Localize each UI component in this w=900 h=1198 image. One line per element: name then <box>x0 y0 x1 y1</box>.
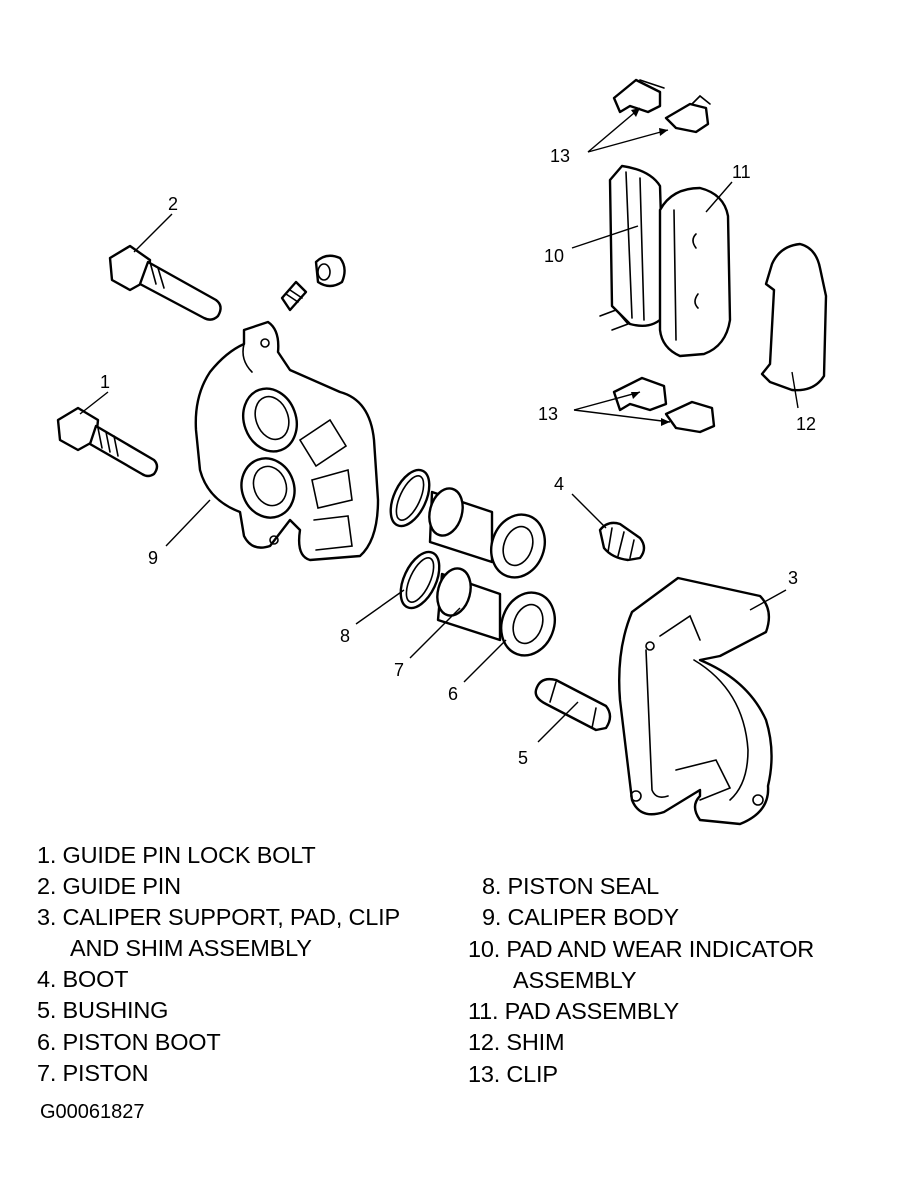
legend-item-6: 6. PISTON BOOT <box>37 1029 221 1055</box>
legend-item-12: 12. SHIM <box>468 1029 565 1055</box>
callout-7: 7 <box>394 660 404 680</box>
caliper-support-drawing <box>618 576 773 826</box>
legend-item-1: 1. GUIDE PIN LOCK BOLT <box>37 842 316 868</box>
callout-5: 5 <box>518 748 528 768</box>
legend-item-9: 9. CALIPER BODY <box>482 904 679 930</box>
callout-13-top: 13 <box>550 146 570 166</box>
callout-6: 6 <box>448 684 458 704</box>
guide-pin-drawing <box>108 244 346 321</box>
callout-2: 2 <box>168 194 178 214</box>
brake-caliper-exploded-view: 2 1 9 3 4 5 6 7 8 10 11 12 13 13 <box>56 78 828 826</box>
callout-11: 11 <box>732 162 751 182</box>
legend-item-3: 3. CALIPER SUPPORT, PAD, CLIP <box>37 904 400 930</box>
legend-item-13: 13. CLIP <box>468 1061 558 1087</box>
legend-item-4: 4. BOOT <box>37 966 129 992</box>
leader-lines <box>79 107 799 743</box>
legend-item-2: 2. GUIDE PIN <box>37 873 181 899</box>
legend-item-5: 5. BUSHING <box>37 997 169 1023</box>
legend-item-8: 8. PISTON SEAL <box>482 873 660 899</box>
piston-seal-drawing <box>389 468 441 610</box>
callout-8: 8 <box>340 626 350 646</box>
shim-drawing <box>760 242 828 392</box>
bushing-drawing <box>534 677 612 732</box>
boot-drawing <box>598 521 646 562</box>
callout-4: 4 <box>554 474 564 494</box>
callout-13-bottom: 13 <box>538 404 558 424</box>
figure-id: G00061827 <box>40 1101 145 1123</box>
clip-top-drawing <box>612 78 711 134</box>
caliper-body-drawing <box>194 320 380 562</box>
callout-9: 9 <box>148 548 158 568</box>
legend-item-11: 11. PAD ASSEMBLY <box>468 998 680 1024</box>
piston-boot-drawing <box>490 513 556 657</box>
legend-item-10: 10. PAD AND WEAR INDICATOR <box>468 936 815 962</box>
legend-item-7: 7. PISTON <box>37 1060 149 1086</box>
guide-pin-lock-bolt-drawing <box>56 406 159 478</box>
callout-10: 10 <box>544 246 564 266</box>
legend-item-10-continued: ASSEMBLY <box>513 967 637 993</box>
callout-12: 12 <box>796 414 816 434</box>
callout-1: 1 <box>100 372 110 392</box>
piston-drawing <box>428 487 502 642</box>
pad-assembly-drawing <box>658 186 732 358</box>
legend-item-3-continued: AND SHIM ASSEMBLY <box>70 935 312 961</box>
clip-bottom-drawing <box>612 376 716 434</box>
pad-wear-indicator-drawing <box>599 164 666 331</box>
callout-3: 3 <box>788 568 798 588</box>
